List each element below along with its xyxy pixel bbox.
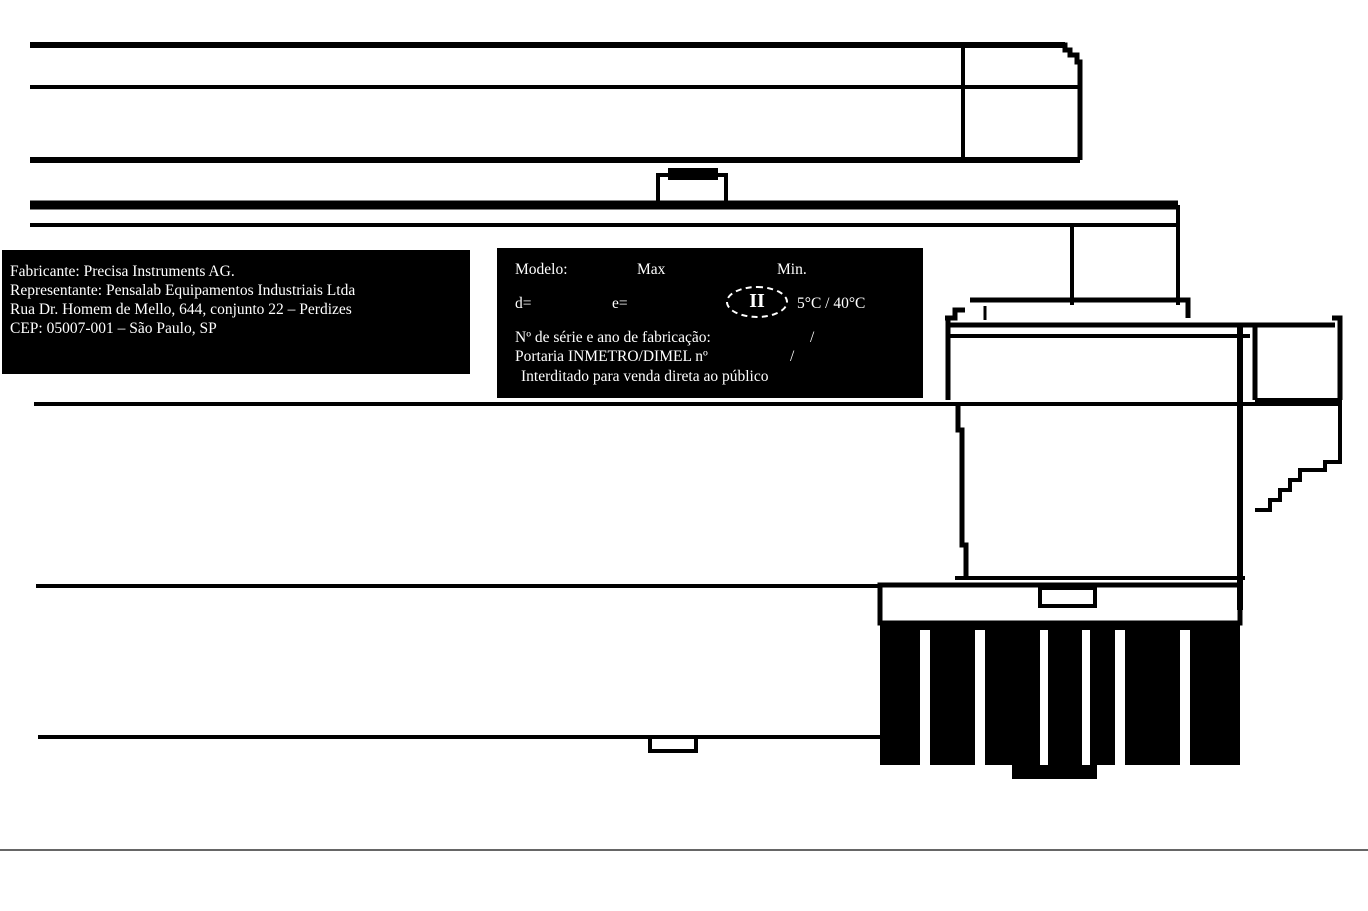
postcode-line: CEP: 05007-001 – São Paulo, SP	[10, 320, 217, 337]
e-label: e=	[612, 295, 628, 312]
manufacturer-line: Fabricante: Precisa Instruments AG.	[10, 263, 235, 280]
foot-assembly	[648, 582, 1243, 779]
accuracy-class-badge: II	[726, 286, 788, 318]
mechanism-body	[945, 297, 1343, 610]
middle-lines	[34, 402, 1340, 739]
serial-separator: /	[810, 329, 815, 346]
top-housing	[30, 42, 1083, 163]
modelo-label: Modelo:	[515, 261, 568, 278]
portaria-separator: /	[790, 348, 795, 365]
d-label: d=	[515, 295, 532, 312]
representative-line: Representante: Pensalab Equipamentos Ind…	[10, 282, 356, 299]
max-label: Max	[637, 261, 666, 278]
temperature-range: 5°C / 40°C	[797, 295, 866, 312]
address-line: Rua Dr. Homem de Mello, 644, conjunto 22…	[10, 301, 352, 318]
connector-block	[656, 168, 728, 207]
sale-notice: Interditado para venda direta ao público	[521, 368, 769, 385]
min-label: Min.	[777, 261, 807, 278]
model-plate: Modelo: Max Min. d= e= II 5°C / 40°C Nº …	[497, 248, 923, 398]
serial-label: Nº de série e ano de fabricação:	[515, 329, 711, 346]
rail-band	[30, 200, 1180, 305]
portaria-label: Portaria INMETRO/DIMEL nº	[515, 348, 708, 365]
manufacturer-plate: Fabricante: Precisa Instruments AG. Repr…	[2, 250, 470, 374]
